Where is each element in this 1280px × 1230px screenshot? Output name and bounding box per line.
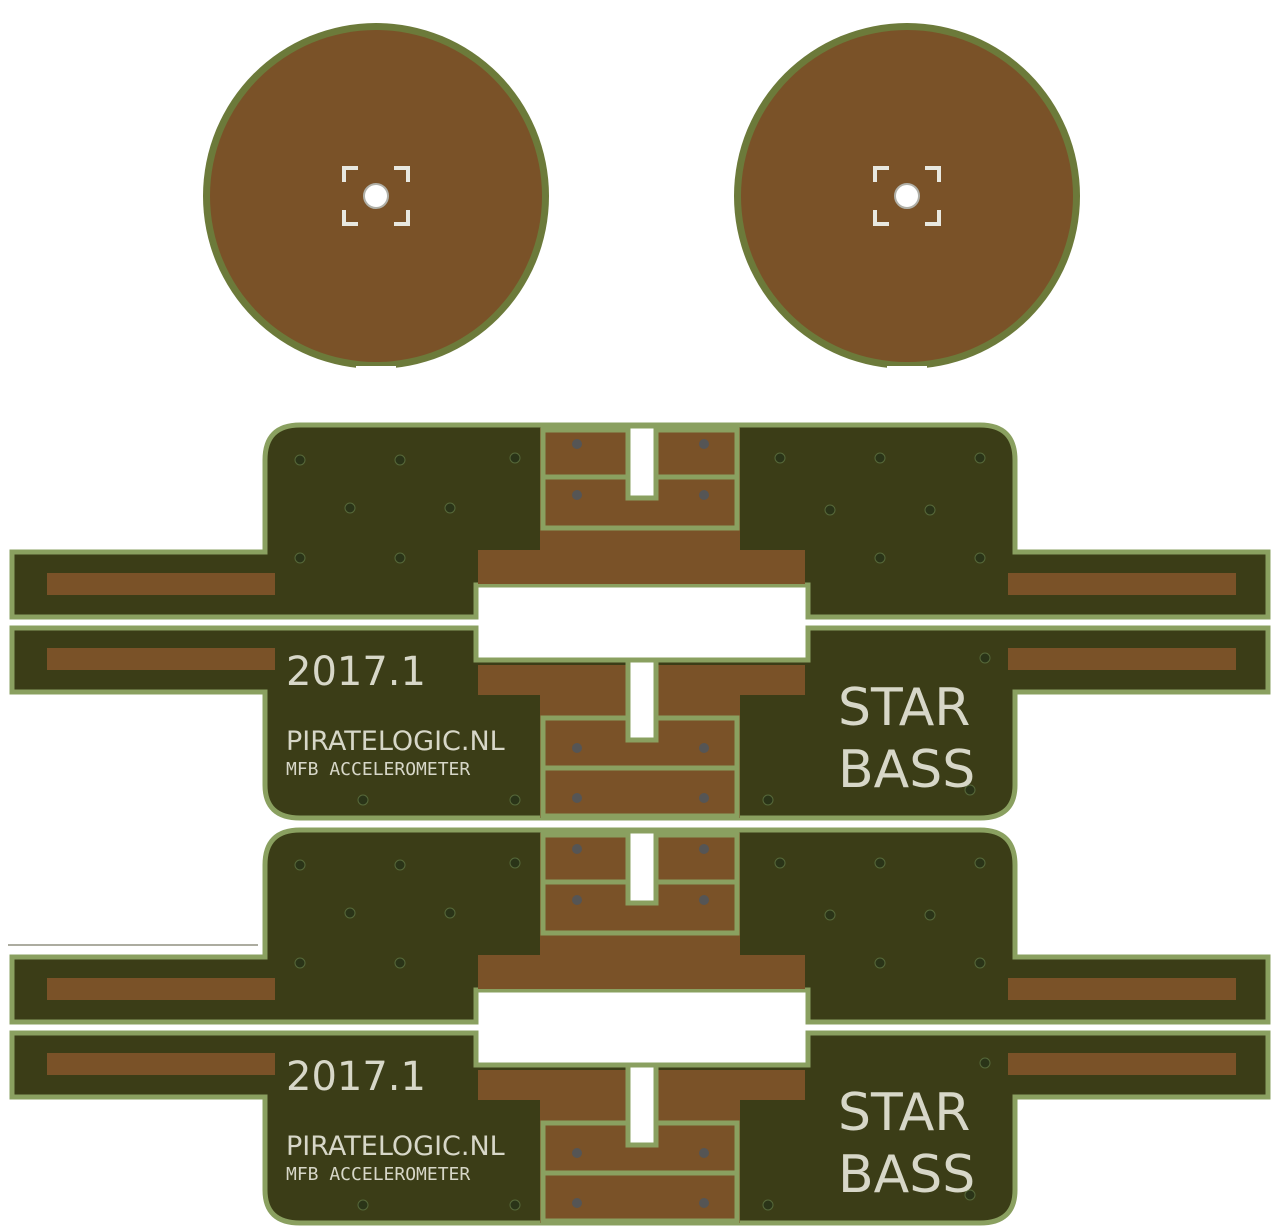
board-1-product: MFB ACCELEROMETER: [286, 759, 470, 780]
board-2-site: PIRATELOGIC.NL: [286, 1131, 505, 1162]
board-1-title-line1: STAR: [838, 678, 970, 738]
board-2-title-line1: STAR: [838, 1083, 970, 1143]
board-2-product: MFB ACCELEROMETER: [286, 1164, 470, 1185]
board-2-version: 2017.1: [286, 1054, 426, 1100]
board-1: 2017.1 PIRATELOGIC.NL MFB ACCELEROMETER …: [12, 425, 1268, 818]
board-2-title-line2: BASS: [838, 1145, 975, 1205]
disc-left: [201, 21, 551, 376]
board-1-version: 2017.1: [286, 649, 426, 695]
board-1-site: PIRATELOGIC.NL: [286, 726, 505, 757]
disc-right: [732, 21, 1082, 376]
board-2: 2017.1 PIRATELOGIC.NL MFB ACCELEROMETER …: [12, 830, 1268, 1223]
board-1-title-line2: BASS: [838, 740, 975, 800]
